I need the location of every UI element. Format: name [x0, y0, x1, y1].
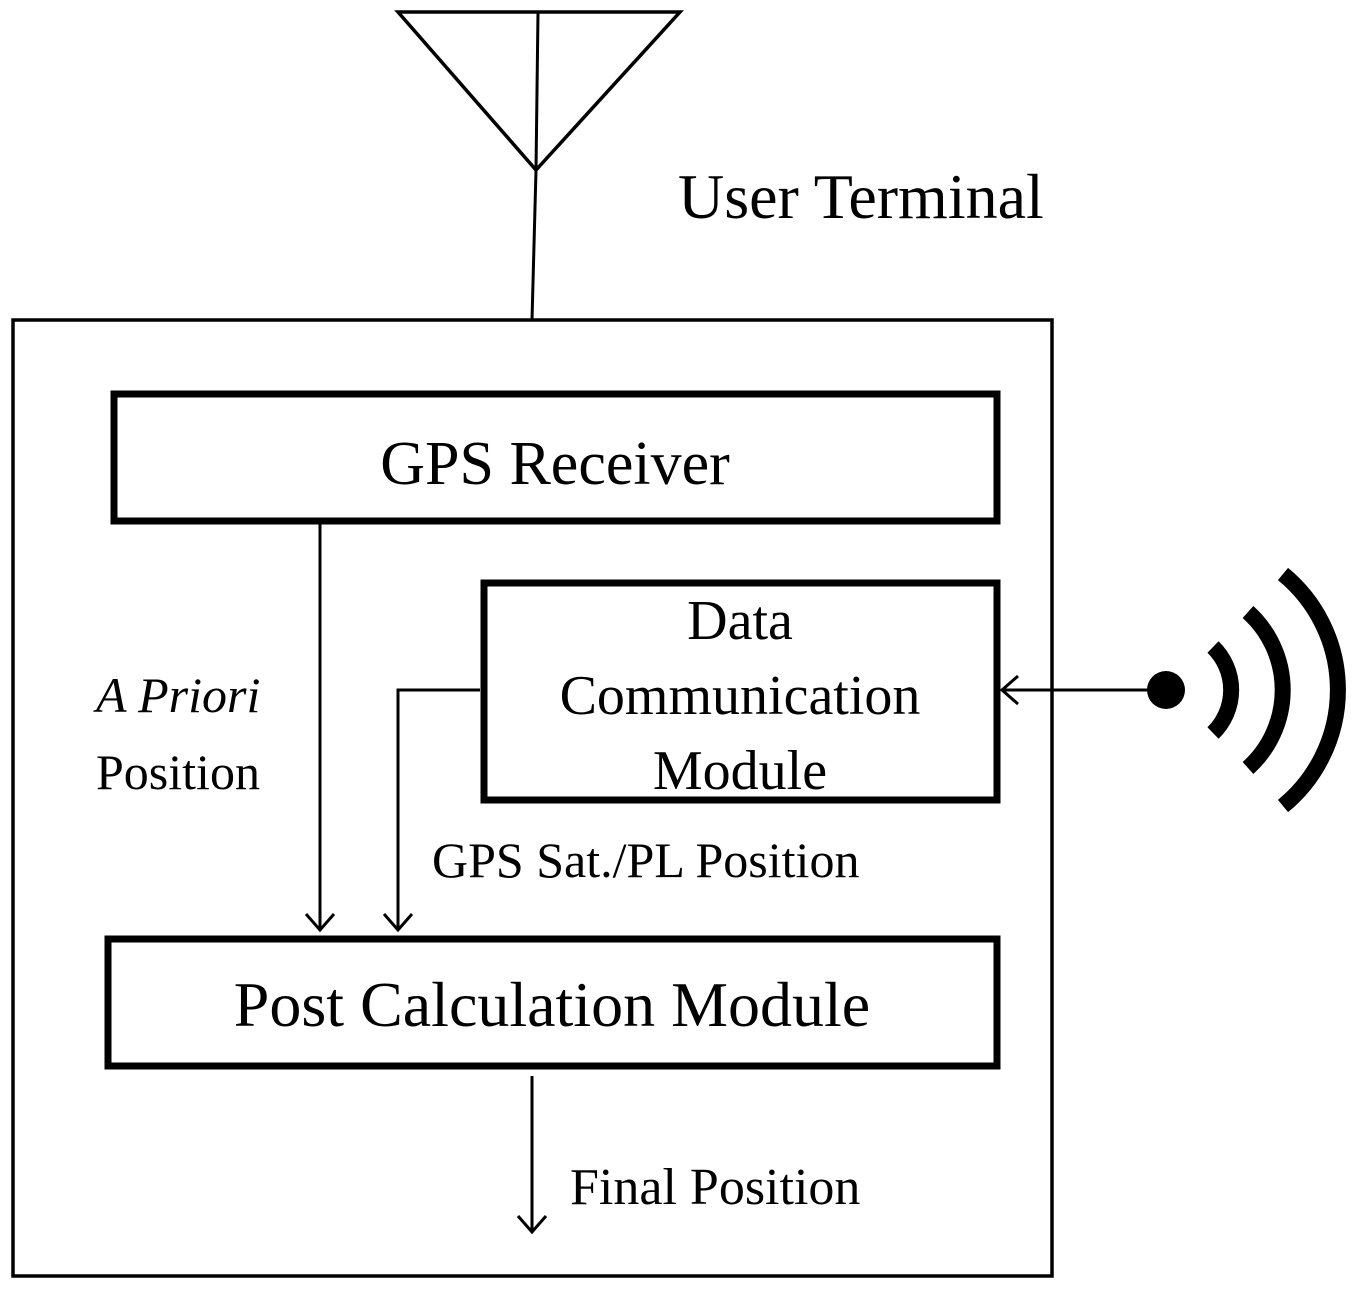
- final-position-label: Final Position: [570, 1159, 860, 1216]
- a-priori-position-label: Position: [96, 744, 260, 800]
- gps-receiver-label: GPS Receiver: [380, 430, 730, 498]
- wireless-signal-icon: [1147, 567, 1346, 813]
- a-priori-label: A Priori: [93, 667, 260, 723]
- antenna-icon: [394, 10, 684, 321]
- data-comm-line-3: Module: [653, 740, 827, 802]
- data-comm-line-2: Communication: [560, 665, 921, 727]
- user-terminal-box: [11, 318, 1054, 1278]
- data-communication-module-block: Data Communication Module: [480, 579, 1001, 804]
- gps-receiver-block: GPS Receiver: [110, 390, 1001, 525]
- post-calculation-module-block: Post Calculation Module: [104, 935, 1001, 1070]
- gps-sat-pl-label: GPS Sat./PL Position: [432, 832, 859, 888]
- sat-pl-position-arrow: [382, 688, 480, 933]
- post-calc-label: Post Calculation Module: [234, 969, 870, 1040]
- data-comm-line-1: Data: [687, 590, 793, 652]
- terminal-title: User Terminal: [678, 161, 1044, 232]
